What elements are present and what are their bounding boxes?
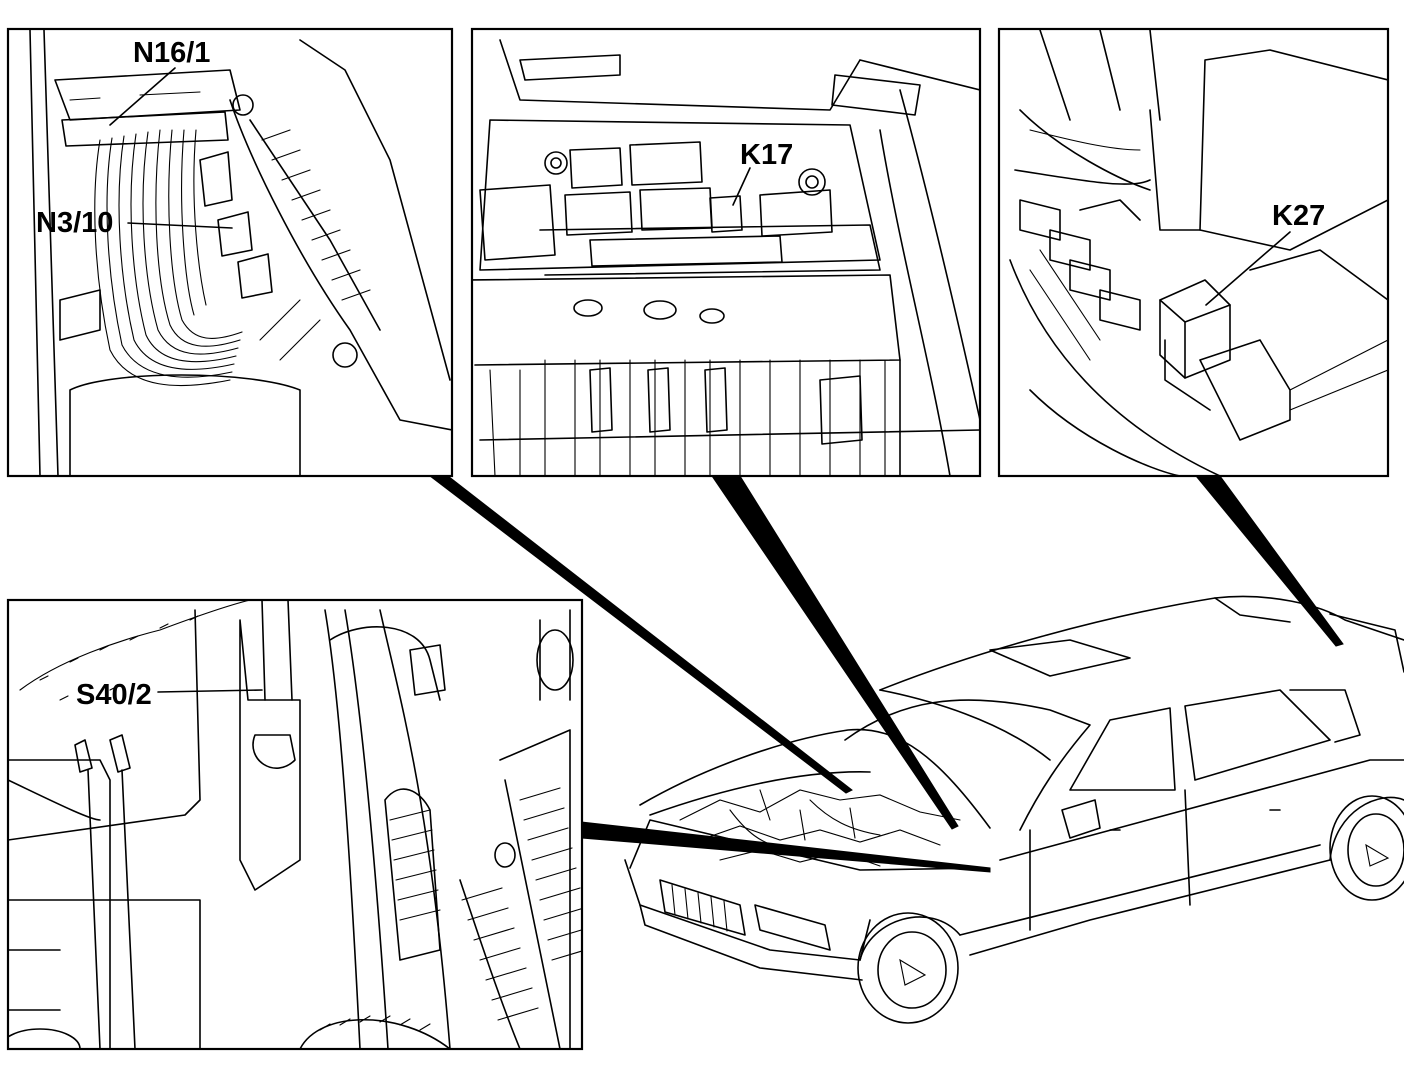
detail-panel-k17: K17	[470, 27, 982, 478]
label-s40-2: S40/2	[76, 679, 152, 711]
pointer-right-detail	[1194, 475, 1344, 647]
leader-n16-1	[109, 67, 176, 126]
label-n3-10: N3/10	[36, 207, 113, 239]
detail-panel-s40-2: S40/2	[6, 598, 584, 1051]
label-k17: K17	[740, 139, 793, 171]
leader-s40-2	[157, 689, 263, 693]
leader-n3-10	[127, 222, 233, 229]
leader-k17	[732, 167, 751, 206]
detail-panel-k27: K27	[997, 27, 1390, 478]
detail-pointers	[428, 475, 1344, 873]
label-k27: K27	[1272, 200, 1325, 232]
detail-panel-control-units: N16/1 N3/10	[6, 27, 454, 478]
vehicle-overview	[624, 595, 1404, 1024]
label-n16-1: N16/1	[133, 37, 210, 69]
pointer-center-detail	[711, 475, 959, 830]
leader-k27	[1205, 231, 1291, 306]
pointer-bottom-detail	[581, 821, 991, 873]
